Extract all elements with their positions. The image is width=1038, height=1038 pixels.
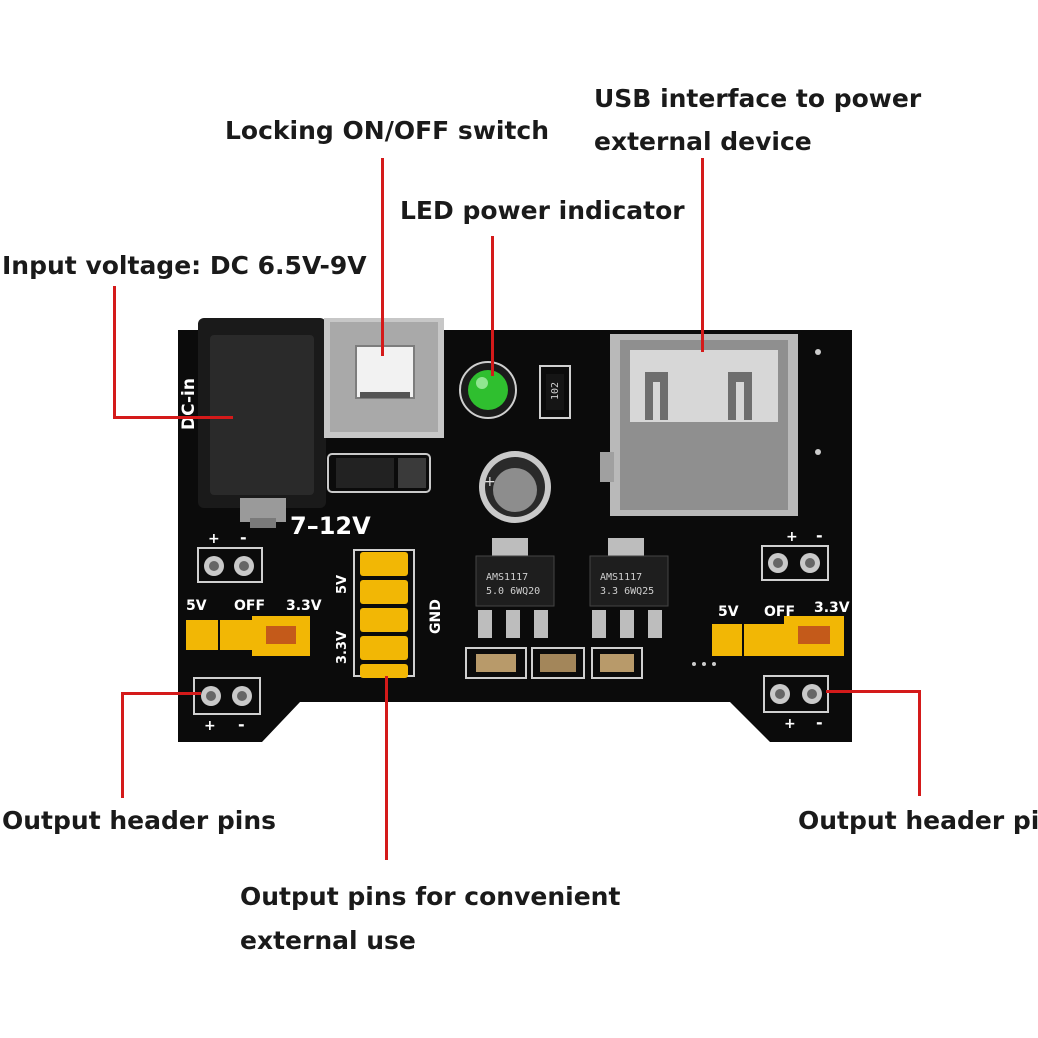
regulator-3v3-marking-2: 3.3 6WQ25 <box>600 586 654 597</box>
left-top-minus: - <box>240 528 247 547</box>
svg-text:+: + <box>484 474 496 490</box>
right-selector-jumper <box>712 616 844 656</box>
callout-usb-line2: external device <box>594 127 812 156</box>
dc-in-label: DC-in <box>179 378 199 430</box>
regulator-5v-marking-2: 5.0 6WQ20 <box>486 586 540 597</box>
center-header-5v: 5V <box>335 575 350 594</box>
smd-resistor <box>539 365 571 419</box>
led <box>459 361 517 419</box>
right-sel-5v: 5V <box>718 604 739 620</box>
center-header-gnd: GND <box>428 599 444 634</box>
leader-out-right-horizontal <box>826 690 921 693</box>
leader-usb <box>701 158 704 352</box>
leader-led <box>491 236 494 376</box>
regulator-5v <box>475 538 555 638</box>
slide-switch <box>327 453 431 493</box>
leader-out-left-vertical <box>121 692 124 798</box>
left-sel-off: OFF <box>234 598 265 614</box>
right-bottom-plus: + <box>784 716 796 732</box>
usb-port <box>600 334 798 516</box>
left-top-plus: + <box>208 531 220 547</box>
center-output-header <box>353 549 415 678</box>
regulator-3v3 <box>589 538 669 638</box>
voltage-range-label: 7–12V <box>290 512 371 540</box>
right-top-plus: + <box>786 529 798 545</box>
pcb-dot <box>692 662 696 666</box>
pcb-dot <box>702 662 706 666</box>
leader-out-right-vertical <box>918 690 921 796</box>
dc-barrel-jack <box>198 318 326 528</box>
right-top-minus: - <box>816 526 823 545</box>
right-sel-33v: 3.3V <box>814 600 850 616</box>
left-sel-33v: 3.3V <box>286 598 322 614</box>
left-bottom-header <box>193 677 261 715</box>
left-bottom-minus: - <box>238 715 245 734</box>
left-sel-5v: 5V <box>186 598 207 614</box>
right-bottom-minus: - <box>816 713 823 732</box>
callout-led: LED power indicator <box>400 196 685 225</box>
regulator-3v3-marking-1: AMS1117 <box>600 572 642 583</box>
smd-passives <box>465 647 643 679</box>
resistor-code: 102 <box>550 382 561 400</box>
leader-input-voltage-horizontal <box>113 416 233 419</box>
regulator-5v-marking-1: AMS1117 <box>486 572 528 583</box>
callout-usb-line1: USB interface to power <box>594 84 922 113</box>
leader-switch <box>381 158 384 356</box>
callout-output-left: Output header pins <box>2 806 276 835</box>
callout-switch: Locking ON/OFF switch <box>225 116 550 145</box>
callout-external-line2: external use <box>240 926 416 955</box>
left-top-header <box>197 547 263 583</box>
locking-switch <box>324 318 444 438</box>
capacitor: + <box>479 451 551 523</box>
pcb-dot <box>712 662 716 666</box>
left-bottom-plus: + <box>204 718 216 734</box>
callout-input-voltage: Input voltage: DC 6.5V-9V <box>2 251 367 280</box>
pcb-dot <box>815 449 821 455</box>
leader-input-voltage-vertical <box>113 286 116 419</box>
callout-external-line1: Output pins for convenient <box>240 882 621 911</box>
center-header-33v: 3.3V <box>335 631 350 664</box>
leader-out-left-horizontal <box>121 692 201 695</box>
right-top-header <box>761 545 829 581</box>
right-bottom-header <box>763 675 829 713</box>
leader-external <box>385 676 388 860</box>
pcb-dot <box>815 349 821 355</box>
callout-output-right: Output header pins <box>798 806 1038 835</box>
left-selector-jumper <box>186 616 310 656</box>
